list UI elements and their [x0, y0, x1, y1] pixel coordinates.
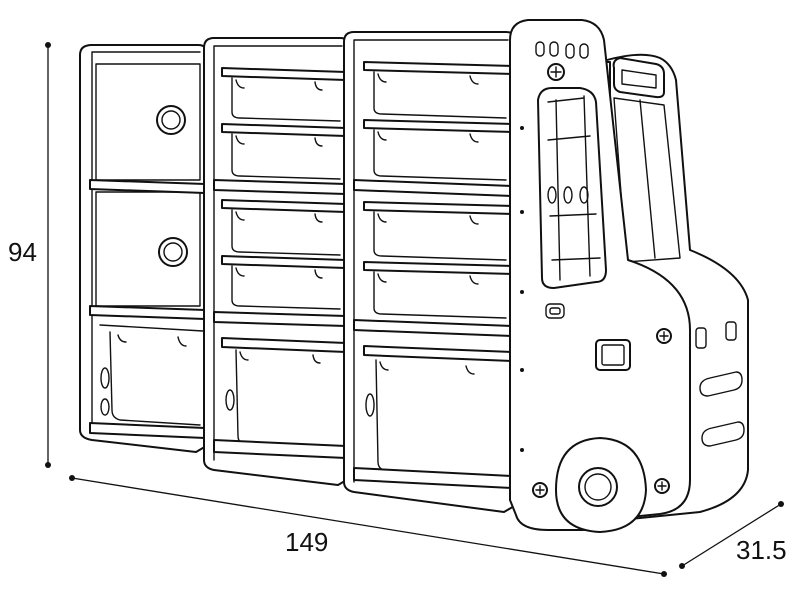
screw-icon	[654, 478, 670, 494]
left-cabinet	[79, 44, 209, 453]
right-shelf-column	[343, 31, 517, 513]
latch-icon	[545, 303, 565, 319]
screw-icon	[656, 328, 672, 344]
door-knob-icon	[158, 237, 188, 267]
depth-dimension-line	[679, 501, 784, 569]
side-vent	[701, 421, 745, 447]
wheel-icon	[555, 437, 647, 533]
door-knob-icon	[156, 105, 186, 135]
screw-icon	[547, 63, 565, 81]
vent-holes	[535, 41, 589, 59]
bin	[221, 255, 347, 310]
truck-cab	[509, 19, 749, 533]
width-label: 149	[285, 527, 328, 557]
height-label: 94	[8, 237, 37, 267]
headlight-icon	[595, 339, 631, 371]
side-vent	[699, 371, 743, 397]
screw-icon	[532, 482, 548, 498]
width-dimension-line	[69, 475, 667, 577]
bin	[221, 337, 347, 450]
height-dimension-line	[45, 42, 51, 468]
middle-shelf-column	[203, 37, 351, 486]
bin	[363, 61, 513, 119]
depth-label: 31.5	[736, 535, 787, 565]
